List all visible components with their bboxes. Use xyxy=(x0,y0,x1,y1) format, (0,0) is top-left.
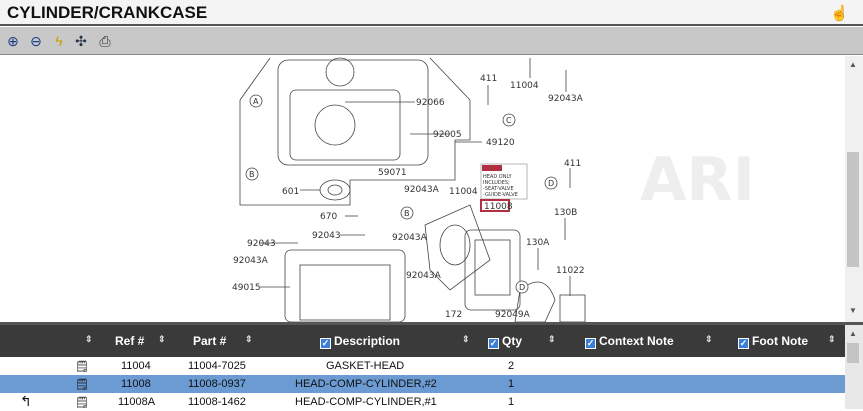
title-bar: CYLINDER/CRANKCASE ☝ xyxy=(0,0,863,26)
qty-cell: 1 xyxy=(508,378,515,390)
callout-d: D xyxy=(548,179,554,188)
checkbox-icon[interactable]: ✓ xyxy=(738,338,749,349)
part-label[interactable]: 11022 xyxy=(556,266,585,276)
watermark: ARI xyxy=(640,145,755,215)
callout-a: A xyxy=(253,97,259,106)
col-qty[interactable]: ✓Qty xyxy=(488,334,522,349)
zoom-out-icon[interactable]: ⊖ xyxy=(30,33,42,49)
col-label: Context Note xyxy=(599,334,674,348)
sort-icon[interactable]: ⇕ xyxy=(245,334,253,344)
note-line: INCLUDES; xyxy=(483,180,510,186)
part-cell: 11008-0937 xyxy=(188,378,246,390)
exploded-view-drawing: ARI 411 11004 92043A 92066 92005 49120 5… xyxy=(232,57,755,322)
sort-icon[interactable]: ⇕ xyxy=(158,334,166,344)
scroll-up-icon[interactable]: ▲ xyxy=(849,60,857,69)
callout-c: C xyxy=(506,116,512,125)
col-label: Description xyxy=(334,334,401,348)
part-label[interactable]: 172 xyxy=(445,310,462,320)
ref-cell: 11004 xyxy=(121,360,151,372)
notes-icon[interactable]: 🗒 xyxy=(75,361,89,373)
note-line: HEAD ONLY xyxy=(483,174,513,180)
part-label[interactable]: 11004 xyxy=(510,81,539,91)
description-cell: GASKET-HEAD xyxy=(326,360,405,372)
col-part[interactable]: Part # xyxy=(193,334,227,348)
table-scrollbar[interactable]: ▲ xyxy=(845,325,863,409)
scrollbar-thumb[interactable] xyxy=(847,152,859,267)
note-line: -GUIDE-VALVE xyxy=(483,192,518,198)
print-icon[interactable]: ⎙ xyxy=(99,33,111,49)
hand-cursor-icon[interactable]: ☝ xyxy=(830,5,849,22)
checkbox-icon[interactable]: ✓ xyxy=(320,338,331,349)
qty-cell: 1 xyxy=(508,396,515,408)
diagram-scrollbar[interactable]: ▲ ▼ xyxy=(845,56,863,322)
scroll-down-icon[interactable]: ▼ xyxy=(849,306,857,315)
toolbar: ⊕ ⊖ ϟ ✣ ⎙ xyxy=(0,27,863,55)
callout-b: B xyxy=(249,170,255,179)
part-label[interactable]: 92066 xyxy=(416,98,445,108)
sort-icon[interactable]: ⇕ xyxy=(828,334,836,344)
splitter[interactable] xyxy=(0,322,863,325)
part-label[interactable]: 92049A xyxy=(495,310,531,320)
parts-diagram[interactable]: ARI 411 11004 92043A 92066 92005 49120 5… xyxy=(0,56,845,322)
part-label[interactable]: 92005 xyxy=(433,130,462,140)
part-label[interactable]: 59071 xyxy=(378,168,407,178)
tree-icon[interactable]: ✣ xyxy=(75,33,87,49)
page-title: CYLINDER/CRANKCASE xyxy=(7,3,208,22)
qty-cell: 2 xyxy=(508,360,515,372)
col-description[interactable]: ✓Description xyxy=(320,334,400,349)
part-cell: 11008-1462 xyxy=(188,396,246,408)
part-label[interactable]: 49120 xyxy=(486,138,515,148)
callout-d: D xyxy=(519,283,525,292)
sort-icon[interactable]: ⇕ xyxy=(548,334,556,344)
notes-icon[interactable]: 🗒 xyxy=(75,397,89,409)
zoom-in-icon[interactable]: ⊕ xyxy=(7,33,19,49)
part-label[interactable]: 92043A xyxy=(233,256,269,266)
part-cell: 11004-7025 xyxy=(188,360,246,372)
table-header: ⇕ Ref # ⇕ Part # ⇕ ✓Description ⇕ ✓Qty ⇕… xyxy=(0,325,845,357)
col-ref[interactable]: Ref # xyxy=(115,334,145,348)
description-cell: HEAD-COMP-CYLINDER,#2 xyxy=(295,378,437,390)
table-row[interactable]: 🗒 11004 11004-7025 GASKET-HEAD 2 xyxy=(0,357,845,375)
back-arrow-icon[interactable]: ↰ xyxy=(20,393,32,409)
highlighted-part-label[interactable]: 11008 xyxy=(484,202,513,212)
note-line: -SEAT-VALVE xyxy=(483,186,514,192)
col-foot-note[interactable]: ✓Foot Note xyxy=(738,334,808,349)
part-label[interactable]: 92043 xyxy=(312,231,341,241)
ref-cell: 11008A xyxy=(118,396,156,408)
sort-icon[interactable]: ⇕ xyxy=(705,334,713,344)
sort-icon[interactable]: ⇕ xyxy=(462,334,470,344)
part-label[interactable]: 92043A xyxy=(406,271,442,281)
table-row[interactable]: ↰ 🗒 11008A 11008-1462 HEAD-COMP-CYLINDER… xyxy=(0,393,845,411)
checkbox-icon[interactable]: ✓ xyxy=(585,338,596,349)
sort-icon[interactable]: ⇕ xyxy=(85,334,93,344)
part-label[interactable]: 130A xyxy=(526,238,550,248)
col-context-note[interactable]: ✓Context Note xyxy=(585,334,674,349)
checkbox-icon[interactable]: ✓ xyxy=(488,338,499,349)
part-label[interactable]: 49015 xyxy=(232,283,261,293)
part-label[interactable]: 411 xyxy=(564,159,581,169)
part-label[interactable]: 601 xyxy=(282,187,299,197)
scroll-up-icon[interactable]: ▲ xyxy=(849,329,857,338)
part-label[interactable]: 92043 xyxy=(247,239,276,249)
callout-b: B xyxy=(404,209,410,218)
scrollbar-thumb[interactable] xyxy=(847,343,859,363)
part-label[interactable]: 92043A xyxy=(392,233,428,243)
part-label[interactable]: 92043A xyxy=(548,94,584,104)
part-label[interactable]: 670 xyxy=(320,212,337,222)
part-label[interactable]: 130B xyxy=(554,208,577,218)
description-cell: HEAD-COMP-CYLINDER,#1 xyxy=(295,396,437,408)
part-label[interactable]: 92043A xyxy=(404,185,440,195)
table-row-selected[interactable]: 🗒 11008 11008-0937 HEAD-COMP-CYLINDER,#2… xyxy=(0,375,845,393)
col-label: Qty xyxy=(502,334,523,348)
part-labels: 411 11004 92043A 92066 92005 49120 59071… xyxy=(232,74,585,320)
ref-cell: 11008 xyxy=(121,378,151,390)
col-label: Foot Note xyxy=(752,334,808,348)
part-label[interactable]: 11004 xyxy=(449,187,478,197)
notes-icon[interactable]: 🗒 xyxy=(75,379,89,391)
lightning-icon[interactable]: ϟ xyxy=(55,33,63,49)
part-label[interactable]: 411 xyxy=(480,74,497,84)
